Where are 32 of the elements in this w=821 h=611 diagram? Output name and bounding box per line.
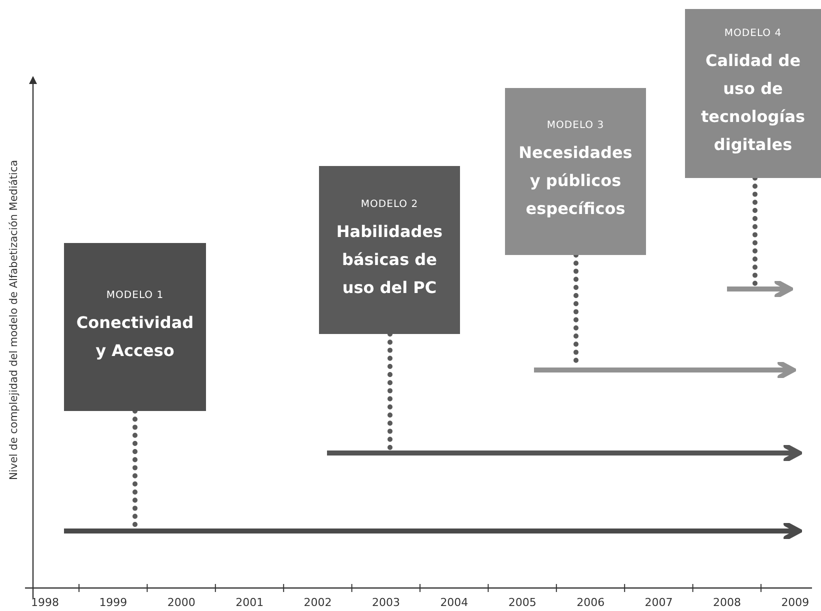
year-label: 2007 bbox=[644, 596, 674, 609]
timeline-arrow bbox=[327, 445, 802, 461]
model-title: Habilidades básicas de uso del PC bbox=[335, 220, 444, 298]
year-label: 2001 bbox=[234, 596, 265, 609]
year-label: 2006 bbox=[576, 596, 606, 609]
year-label: 1999 bbox=[98, 596, 128, 609]
dotted-leader-line bbox=[752, 176, 758, 286]
year-label: 2002 bbox=[302, 596, 333, 609]
model-number: MODELO 2 bbox=[360, 198, 418, 210]
year-label: 2004 bbox=[439, 596, 470, 609]
timeline-arrow bbox=[64, 523, 802, 539]
year-label: 2009 bbox=[780, 596, 810, 609]
axis-title: Nivel de complejidad del modelo de Alfabetización Mediática bbox=[8, 160, 20, 480]
model-title: Necesidades y públicos específicos bbox=[518, 142, 634, 220]
timeline-arrow bbox=[727, 281, 793, 297]
dotted-leader-line bbox=[132, 408, 138, 528]
year-label: 2008 bbox=[712, 596, 742, 609]
model-number: MODELO 1 bbox=[106, 290, 164, 300]
year-label: 2005 bbox=[507, 596, 538, 609]
year-label: 2003 bbox=[371, 596, 401, 609]
model-box bbox=[505, 88, 646, 255]
model-title: Calidad de uso de tecnologías digitales bbox=[700, 50, 806, 156]
model-number: MODELO 3 bbox=[546, 120, 604, 131]
model-number: MODELO 4 bbox=[724, 28, 782, 39]
timeline-arrow bbox=[534, 362, 796, 378]
model-box bbox=[685, 9, 821, 178]
year-label: 2000 bbox=[166, 596, 196, 609]
year-label: 1998 bbox=[30, 596, 60, 609]
model-title: Conectividad y Acceso bbox=[75, 312, 195, 362]
dotted-leader-line bbox=[388, 332, 392, 450]
model-box bbox=[64, 243, 206, 411]
model-box bbox=[319, 166, 460, 334]
